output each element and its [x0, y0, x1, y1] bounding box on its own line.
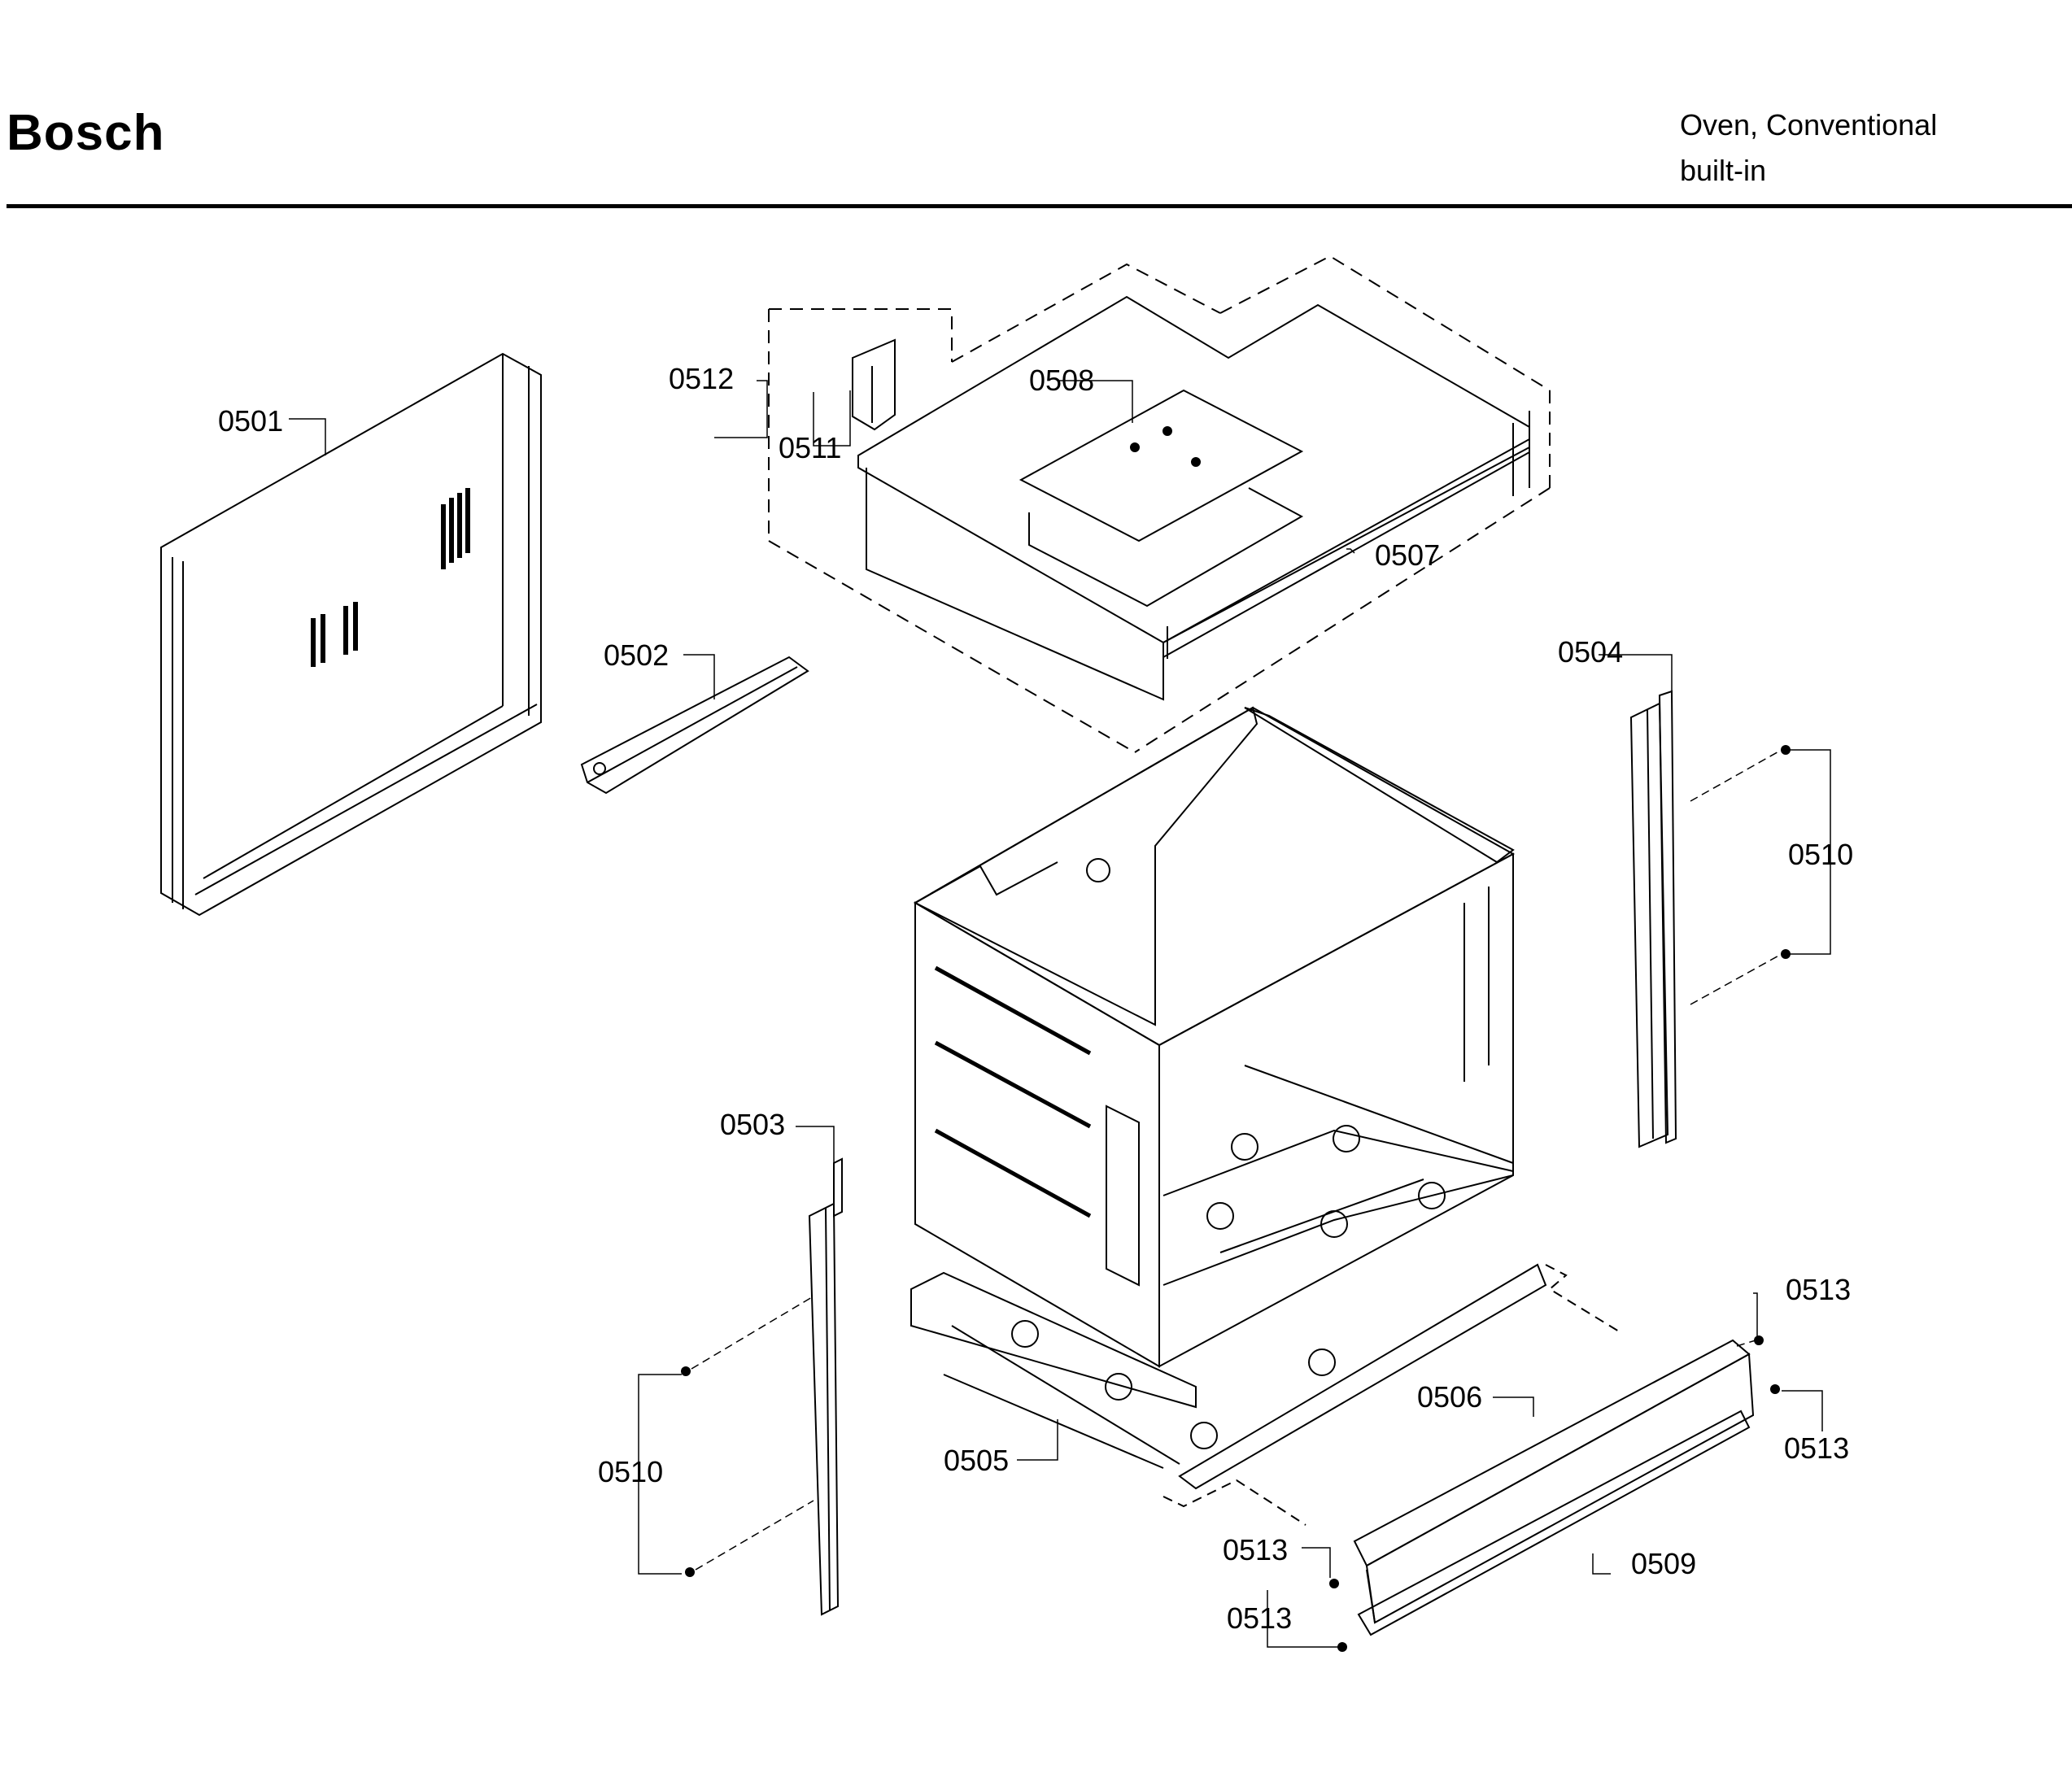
- callout-0505: 0505: [944, 1444, 1009, 1477]
- part-0507-top-cover: [857, 295, 1530, 701]
- callout-0513-lower-left: 0513: [1227, 1601, 1292, 1635]
- callout-0513-upper-right: 0513: [1786, 1273, 1851, 1306]
- dashed-leader-lines: [691, 749, 1782, 1571]
- callout-0513-lower-right: 0513: [1784, 1431, 1849, 1465]
- callout-0512: 0512: [669, 362, 734, 395]
- header-divider: [7, 204, 2072, 208]
- brand-logo-text: Bosch: [7, 105, 165, 161]
- part-0503-side-rail: [808, 1157, 843, 1616]
- callout-0507: 0507: [1375, 538, 1440, 572]
- callout-0506: 0506: [1417, 1380, 1482, 1414]
- screws: [681, 745, 1791, 1652]
- part-0505-base-tray: [910, 1263, 1547, 1490]
- part-0505-oven-cavity: [913, 706, 1516, 1368]
- part-0502-bracket: [580, 656, 809, 795]
- callout-0509: 0509: [1631, 1547, 1696, 1580]
- callout-0508: 0508: [1029, 364, 1094, 397]
- callout-0504: 0504: [1558, 635, 1623, 669]
- product-type: Oven, Conventional: [1680, 108, 1938, 142]
- callout-0501: 0501: [218, 404, 283, 438]
- part-0511-clip: [852, 338, 896, 431]
- product-subtype: built-in: [1680, 154, 1767, 187]
- callout-0513-upper-left: 0513: [1223, 1533, 1288, 1566]
- part-0501-back-panel: [160, 352, 542, 917]
- callout-0511: 0511: [779, 431, 841, 464]
- callout-0510-right: 0510: [1788, 838, 1853, 871]
- part-0504-side-rail: [1629, 690, 1677, 1148]
- callout-0510-left: 0510: [598, 1455, 663, 1488]
- part-0508-plate: [1019, 389, 1304, 608]
- top-assembly-envelope: [768, 255, 1551, 753]
- callout-0503: 0503: [720, 1108, 785, 1141]
- part-0509-front-rail: [1353, 1339, 1755, 1636]
- bottom-guides: [1163, 1264, 1624, 1526]
- leader-lines: [289, 380, 1831, 1648]
- callout-0502: 0502: [604, 638, 669, 672]
